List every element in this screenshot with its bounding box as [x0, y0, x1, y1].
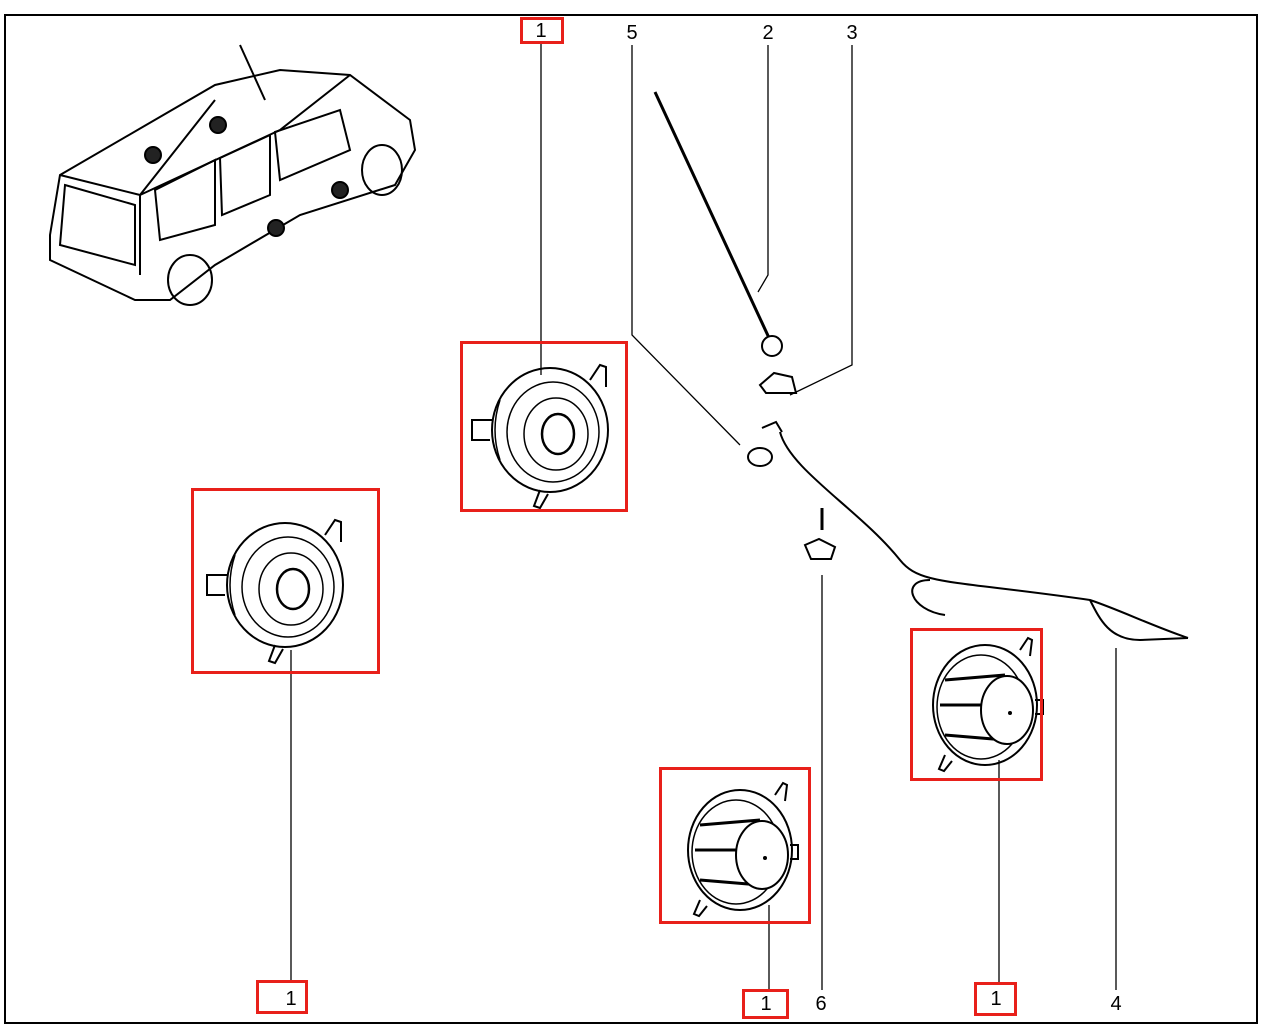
callout-clip: 6 — [815, 993, 827, 1015]
leader-lines — [290, 43, 1117, 990]
callout-cable-grommet: 5 — [626, 22, 638, 44]
speaker-left-highlight[interactable] — [191, 488, 380, 674]
speaker-top-highlight[interactable] — [460, 341, 628, 512]
callout-antenna-mast: 2 — [762, 22, 774, 44]
callout-box-bottom — [742, 989, 789, 1019]
callout-box-top — [520, 17, 564, 44]
callout-antenna-cable: 4 — [1110, 993, 1122, 1015]
vehicle-illustration — [49, 44, 417, 306]
callout-box-left — [256, 980, 308, 1014]
speaker-right-highlight[interactable] — [910, 628, 1043, 781]
antenna-assembly — [653, 91, 1189, 642]
callout-box-right — [974, 982, 1017, 1016]
callout-speaker-bottom: 1 — [760, 993, 772, 1015]
speaker-bottom-highlight[interactable] — [659, 767, 811, 924]
callout-speaker-right: 1 — [990, 988, 1002, 1010]
diagram-frame — [4, 14, 1258, 1024]
callout-antenna-base: 3 — [846, 22, 858, 44]
callout-speaker-left: 1 — [285, 988, 297, 1010]
callout-speaker-top: 1 — [535, 20, 547, 42]
